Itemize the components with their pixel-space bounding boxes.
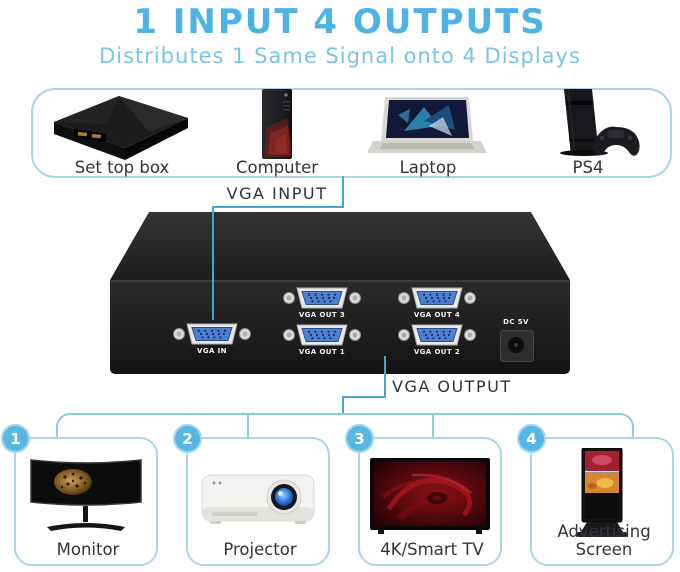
port-label: VGA OUT 3 xyxy=(298,311,346,319)
port-label: VGA OUT 1 xyxy=(298,348,346,356)
page-title: 1 INPUT 4 OUTPUTS xyxy=(133,2,547,42)
vga-out-4-port: VGA OUT 4 xyxy=(397,285,477,323)
output-connector-line xyxy=(342,397,344,415)
vga-in-port: VGA IN xyxy=(172,321,252,359)
display-card-monitor: Monitor xyxy=(14,437,158,566)
sources-bracket xyxy=(31,88,672,178)
output-connector-line xyxy=(342,396,386,398)
port-label: VGA OUT 4 xyxy=(413,311,461,319)
display-number-badge: 4 xyxy=(517,424,546,453)
display-label-advertising-screen: Advertising Screen xyxy=(557,521,651,559)
source-label-computer: Computer xyxy=(235,158,319,177)
splitter-box-top xyxy=(110,212,570,280)
input-connector-line xyxy=(342,176,344,207)
display-card-smart-tv: 4K/Smart TV xyxy=(358,437,502,566)
advertising-screen-image xyxy=(577,448,627,537)
input-connector-line xyxy=(212,207,214,320)
computer-image xyxy=(262,89,292,159)
vga-out-2-port: VGA OUT 2 xyxy=(397,322,477,360)
input-connector-line xyxy=(212,206,344,208)
vga-output-label: VGA OUTPUT xyxy=(392,377,512,396)
output-connector-line xyxy=(384,356,386,398)
smart-tv-image xyxy=(370,458,490,534)
source-label-ps4: PS4 xyxy=(572,158,604,177)
distribution-line xyxy=(56,413,634,438)
dc-power-label: DC 5V xyxy=(503,318,529,326)
distribution-drop xyxy=(247,414,249,438)
display-number-badge: 3 xyxy=(345,424,374,453)
display-card-projector: Projector xyxy=(186,437,330,566)
distribution-drop xyxy=(432,414,434,438)
monitor-image xyxy=(30,459,142,531)
dc-power-jack: DC 5V xyxy=(492,318,540,370)
display-number-badge: 1 xyxy=(1,424,30,453)
set-top-box-image xyxy=(54,96,188,160)
port-label: VGA OUT 2 xyxy=(413,348,461,356)
source-label-set-top-box: Set top box xyxy=(74,158,170,177)
port-label: VGA IN xyxy=(197,347,227,355)
display-label-monitor: Monitor xyxy=(56,539,120,559)
source-label-laptop: Laptop xyxy=(399,158,457,177)
display-label-projector: Projector xyxy=(223,539,297,559)
vga-out-1-port: VGA OUT 1 xyxy=(282,322,362,360)
vga-out-3-port: VGA OUT 3 xyxy=(282,285,362,323)
page-subtitle: Distributes 1 Same Signal onto 4 Display… xyxy=(99,44,581,68)
display-card-advertising-screen: Advertising Screen xyxy=(530,437,674,566)
ps4-image xyxy=(560,89,640,156)
vga-input-label: VGA INPUT xyxy=(226,184,328,203)
display-label-smart-tv: 4K/Smart TV xyxy=(380,539,484,559)
display-number-badge: 2 xyxy=(173,424,202,453)
laptop-image xyxy=(368,97,487,153)
projector-image xyxy=(201,474,315,524)
dc-jack-socket xyxy=(500,330,534,362)
